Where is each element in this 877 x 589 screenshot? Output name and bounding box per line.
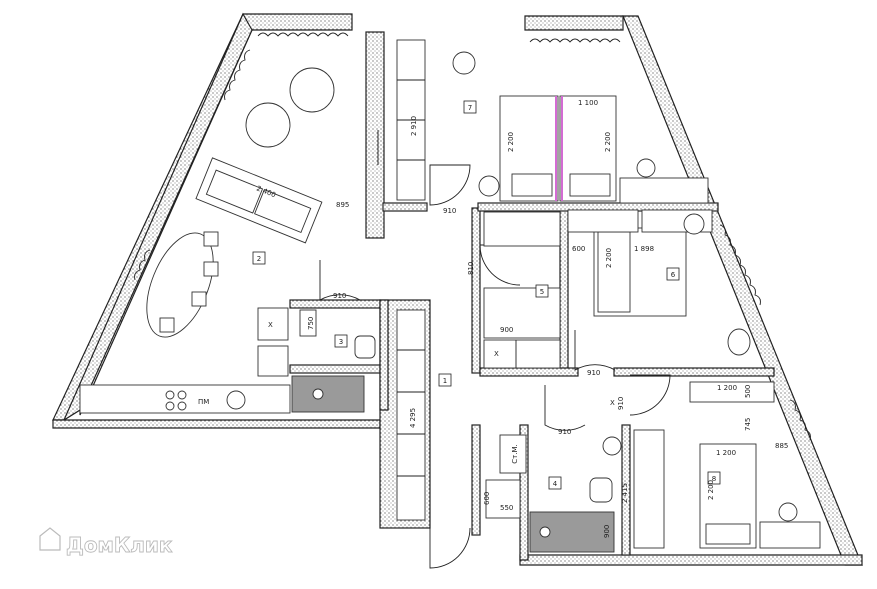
svg-text:750: 750	[307, 317, 315, 330]
label-x-2: Х	[494, 350, 499, 358]
svg-text:1 898: 1 898	[634, 245, 654, 253]
svg-text:900: 900	[500, 326, 513, 334]
bathroom-3-fixtures	[291, 309, 376, 413]
room-tag-8: 8	[707, 471, 721, 485]
svg-text:900: 900	[603, 525, 611, 538]
svg-text:2 200: 2 200	[707, 480, 715, 500]
svg-text:8: 8	[712, 475, 716, 483]
room-tag-5: 5	[535, 284, 549, 298]
svg-text:2 200: 2 200	[605, 248, 613, 268]
room-tag-2: 2	[252, 251, 266, 265]
room-tag-4: 4	[548, 476, 562, 490]
bedroom-8-furniture	[633, 381, 821, 549]
label-x-3: Х	[610, 399, 615, 407]
svg-text:1 200: 1 200	[716, 449, 736, 457]
room-tag-7: 7	[463, 100, 477, 114]
exterior-walls	[52, 12, 863, 566]
svg-text:4: 4	[553, 480, 558, 488]
fixture-labels: ПМ Ст.М. Х Х Х	[198, 321, 615, 464]
svg-text:885: 885	[775, 442, 788, 450]
svg-text:1: 1	[443, 377, 447, 385]
hallway-closets	[396, 39, 426, 521]
bedroom-6-furniture	[567, 209, 751, 356]
label-stm: Ст.М.	[511, 444, 519, 463]
svg-text:2 415: 2 415	[621, 483, 629, 503]
svg-text:550: 550	[500, 504, 513, 512]
svg-text:6: 6	[671, 271, 676, 279]
svg-text:2 200: 2 200	[507, 132, 515, 152]
svg-text:5: 5	[540, 288, 544, 296]
svg-text:810: 810	[467, 262, 475, 275]
bedroom-7-furniture	[452, 51, 709, 204]
living-room-furniture	[79, 67, 379, 414]
svg-text:2 910: 2 910	[410, 116, 418, 136]
svg-text:500: 500	[744, 385, 752, 398]
room-tag-6: 6	[666, 267, 680, 281]
room-tag-3: 3	[334, 334, 348, 348]
svg-text:745: 745	[744, 418, 752, 431]
label-pm: ПМ	[198, 398, 209, 406]
svg-text:2 200: 2 200	[604, 132, 612, 152]
svg-text:1 100: 1 100	[578, 99, 598, 107]
svg-text:1 200: 1 200	[717, 384, 737, 392]
room-tag-1: 1	[438, 373, 452, 387]
curtains	[134, 32, 811, 441]
svg-text:2: 2	[257, 255, 261, 263]
svg-text:910: 910	[333, 292, 346, 300]
svg-text:3: 3	[339, 338, 343, 346]
svg-text:895: 895	[336, 201, 349, 209]
svg-text:910: 910	[587, 369, 600, 377]
dimensions: 2 400 895 2 910 910 910 910 910 910 810 …	[255, 99, 788, 538]
svg-text:600: 600	[483, 492, 491, 505]
svg-text:7: 7	[468, 104, 472, 112]
doors	[319, 164, 671, 569]
svg-text:910: 910	[443, 207, 456, 215]
svg-text:4 295: 4 295	[409, 408, 417, 428]
svg-text:910: 910	[617, 397, 625, 410]
watermark-text: ДомКлик	[66, 533, 173, 557]
svg-text:600: 600	[572, 245, 585, 253]
room-5-furniture	[483, 211, 561, 369]
svg-text:910: 910	[558, 428, 571, 436]
watermark: ДомКлик	[39, 527, 173, 557]
label-x-1: Х	[268, 321, 273, 329]
room-tags: 1 2 3 4 5 6 7 8	[252, 100, 721, 490]
bathroom-4-fixtures	[485, 434, 622, 553]
